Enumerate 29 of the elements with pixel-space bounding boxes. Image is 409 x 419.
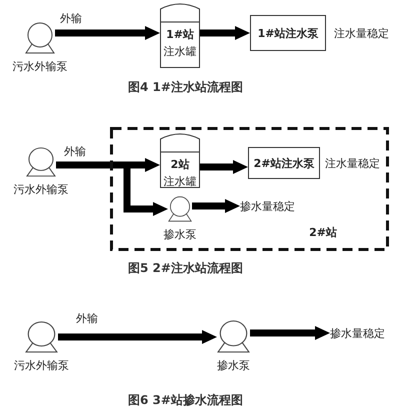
station-label: 2#站 <box>309 226 337 239</box>
tank-symbol <box>160 135 200 188</box>
pump-label: 掺水泵 <box>164 228 196 242</box>
pump-label: 污水外输泵 <box>14 359 69 372</box>
tank-heading: 1#站 <box>166 28 194 42</box>
flow-arrow <box>58 330 217 344</box>
flow-text: 掺水量稳定 <box>240 199 302 214</box>
flow-arrow <box>55 26 160 40</box>
flow-arrow <box>200 160 248 174</box>
figure-caption: 图6 3#站掺水流程图 <box>128 393 243 408</box>
edge-label: 外输 <box>60 12 82 26</box>
station-boundary <box>110 127 389 251</box>
flow-note: 注水量稳定 <box>334 27 389 40</box>
edge-label: 外输 <box>64 145 86 158</box>
tank-heading: 2站 <box>170 158 190 172</box>
pump-label: 掺水泵 <box>217 359 250 372</box>
flow-arrow <box>192 199 240 213</box>
tank-symbol <box>160 5 200 68</box>
edge-label: 外输 <box>76 312 98 326</box>
tank-label: 注水罐 <box>164 175 196 188</box>
tank-label: 注水罐 <box>164 45 196 58</box>
flow-arrow <box>200 26 250 40</box>
flow-text: 掺水量稳定 <box>330 326 392 341</box>
figure-caption: 图5 2#注水站流程图 <box>128 261 243 276</box>
pump-label: 污水外输泵 <box>12 60 68 74</box>
flow-arrow <box>250 326 330 340</box>
figure-caption: 图4 1#注水站流程图 <box>128 80 243 94</box>
flow-note: 注水量稳定 <box>325 157 380 170</box>
pump-label: 污水外输泵 <box>14 183 68 196</box>
